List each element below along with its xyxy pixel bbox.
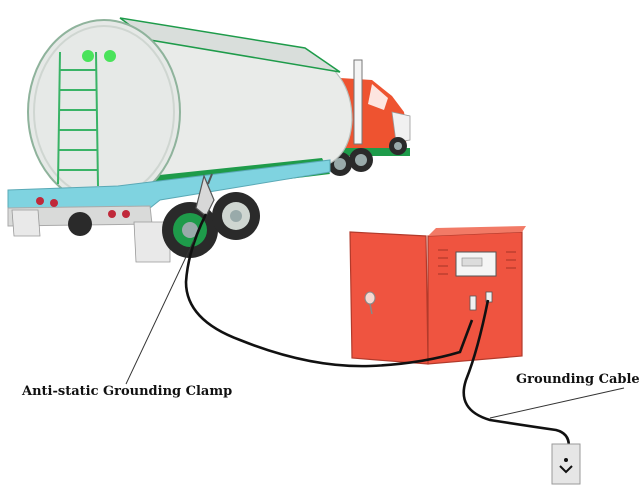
cable-leader-line xyxy=(489,387,625,419)
grounding-cabinet xyxy=(349,226,526,365)
indicator-light-left xyxy=(82,50,94,62)
clamp-label: Anti-static Grounding Clamp xyxy=(22,384,233,399)
tail-lamp xyxy=(122,210,130,218)
ground-socket-icon xyxy=(551,443,581,485)
cabinet-door xyxy=(349,231,429,365)
truck-cab xyxy=(340,59,411,156)
tail-lamp xyxy=(36,197,44,205)
indicator-light-right xyxy=(104,50,116,62)
cab-wheels xyxy=(328,137,407,176)
cable-label: Grounding Cable xyxy=(516,372,640,387)
clamp-leader-line xyxy=(125,239,195,385)
door-handle xyxy=(364,291,376,305)
tank-rear-end xyxy=(27,19,181,205)
grounding-cable-truck xyxy=(184,213,474,368)
tail-lamp xyxy=(108,210,116,218)
tail-lamp xyxy=(50,199,58,207)
rear-ladder xyxy=(57,51,99,187)
grounding-cable-ground xyxy=(462,299,571,453)
